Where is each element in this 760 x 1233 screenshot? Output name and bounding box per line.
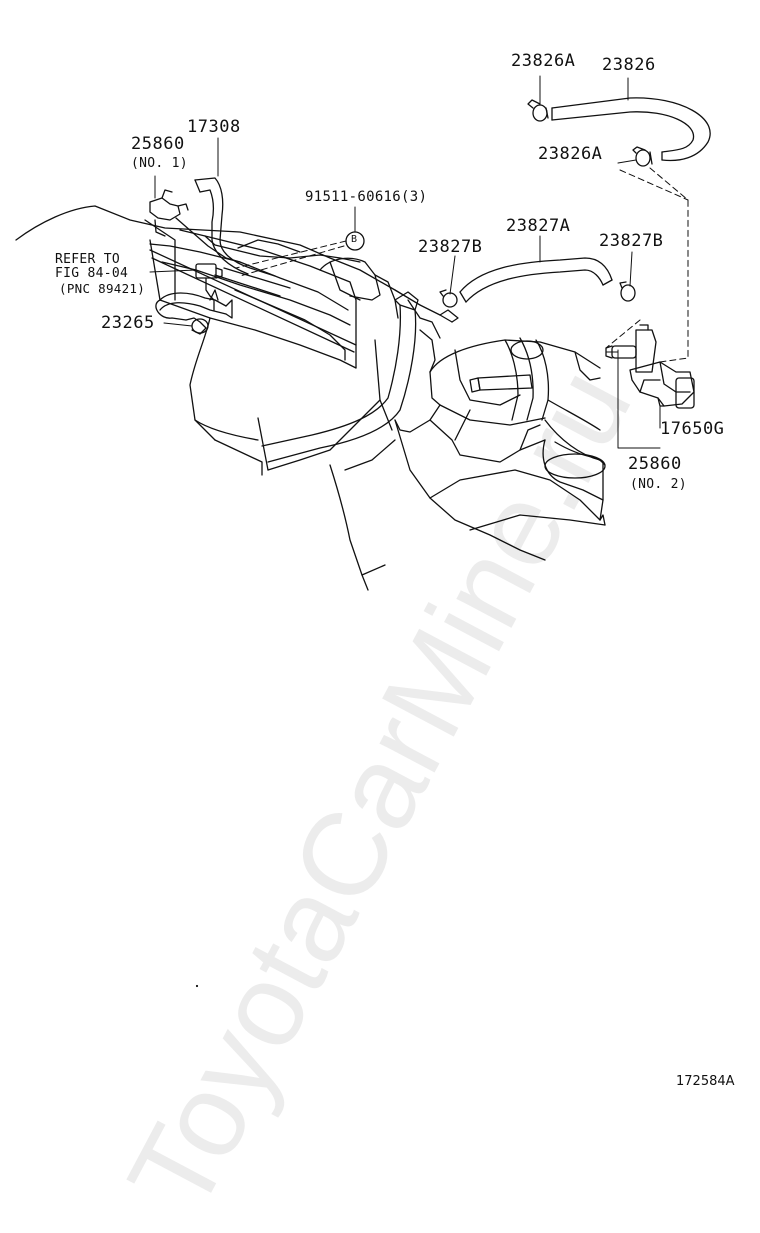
sensor-23265	[155, 263, 233, 335]
air-intake-boot	[394, 289, 606, 521]
clamp-23827b-left	[439, 289, 458, 308]
label-23826: 23826	[602, 55, 656, 75]
parts-diagram	[15, 75, 760, 988]
hose-vsv-link	[175, 217, 241, 263]
label-23827b-left: 23827B	[418, 237, 483, 257]
label-25860-no1: 25860	[131, 134, 185, 154]
detail-marks	[195, 984, 199, 988]
label-pnc: (PNC 89421)	[59, 281, 146, 296]
label-no1: (NO. 1)	[131, 156, 188, 171]
leader-lines	[149, 75, 661, 449]
label-no2: (NO. 2)	[630, 477, 687, 492]
label-fig-ref: FIG 84-04	[55, 266, 129, 281]
label-25860-no2: 25860	[628, 454, 682, 474]
label-bolt-b: B	[351, 234, 358, 245]
label-refer-to: REFER TO	[55, 252, 121, 267]
engine-assembly	[15, 205, 606, 591]
hose-23827a	[459, 257, 613, 303]
vsv-25860-no1	[149, 189, 189, 237]
bracket-17650g	[629, 361, 695, 409]
label-23826a-mid: 23826A	[538, 144, 603, 164]
clamp-23827b-right	[619, 281, 636, 302]
hose-17308	[194, 177, 276, 277]
label-17308: 17308	[187, 117, 241, 137]
label-23826a-top: 23826A	[511, 51, 576, 71]
dashed-guides	[235, 167, 689, 363]
label-23827b-right: 23827B	[599, 231, 664, 251]
label-23265: 23265	[101, 313, 155, 333]
label-17650g: 17650G	[660, 419, 725, 439]
label-23827a: 23827A	[506, 216, 571, 236]
clamp-23826a-mid	[632, 146, 653, 167]
figure-code: 172584A	[676, 1074, 735, 1089]
hose-23826	[552, 98, 710, 161]
clamp-23826a-top	[527, 99, 549, 122]
label-91511: 91511-60616(3)	[305, 189, 428, 205]
